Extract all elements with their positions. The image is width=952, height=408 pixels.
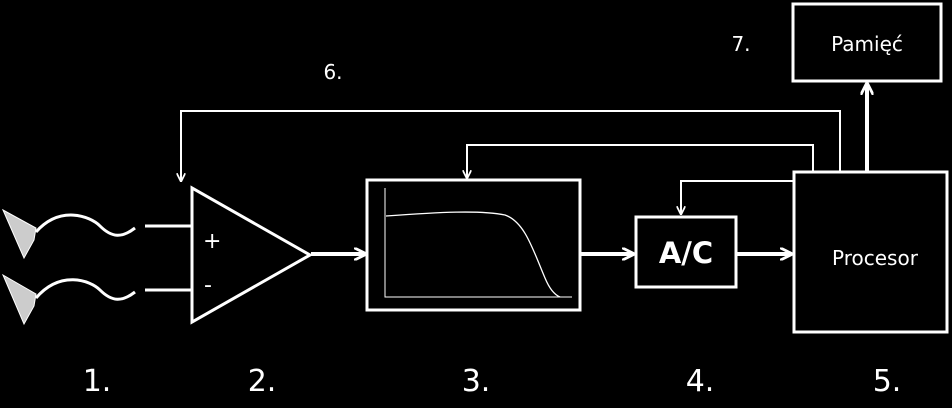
amplifier-triangle [190, 185, 314, 325]
electrode-wire [34, 278, 136, 301]
filter-axes [384, 188, 572, 298]
memory-box [791, 2, 943, 83]
electrode-icon [1, 208, 37, 260]
feedback-label: 6. [323, 60, 342, 84]
electrode-icon [1, 273, 37, 326]
adc-box [634, 215, 738, 289]
step-label-4: 4. [686, 364, 715, 399]
memory-step-label: 7. [731, 32, 750, 56]
electrode-top [1, 208, 136, 260]
memory-label: Pamięć [831, 32, 903, 56]
adc-label: A/C [659, 236, 713, 270]
filter-response-curve [385, 211, 561, 298]
amplifier-plus: + [203, 229, 221, 254]
step-label-1: 1. [83, 364, 112, 399]
electrode-bottom [1, 273, 136, 326]
filter-box [365, 178, 582, 312]
feedback-line-adc [681, 180, 794, 213]
feedback-line-filter [467, 144, 814, 177]
amplifier-minus: - [204, 273, 212, 298]
electrode-wire [34, 213, 136, 237]
step-label-3: 3. [462, 364, 491, 399]
step-label-2: 2. [248, 364, 277, 399]
processor-box [792, 170, 949, 334]
step-label-5: 5. [873, 364, 902, 399]
feedback-line-amplifier [181, 110, 841, 180]
processor-label: Procesor [832, 246, 919, 270]
